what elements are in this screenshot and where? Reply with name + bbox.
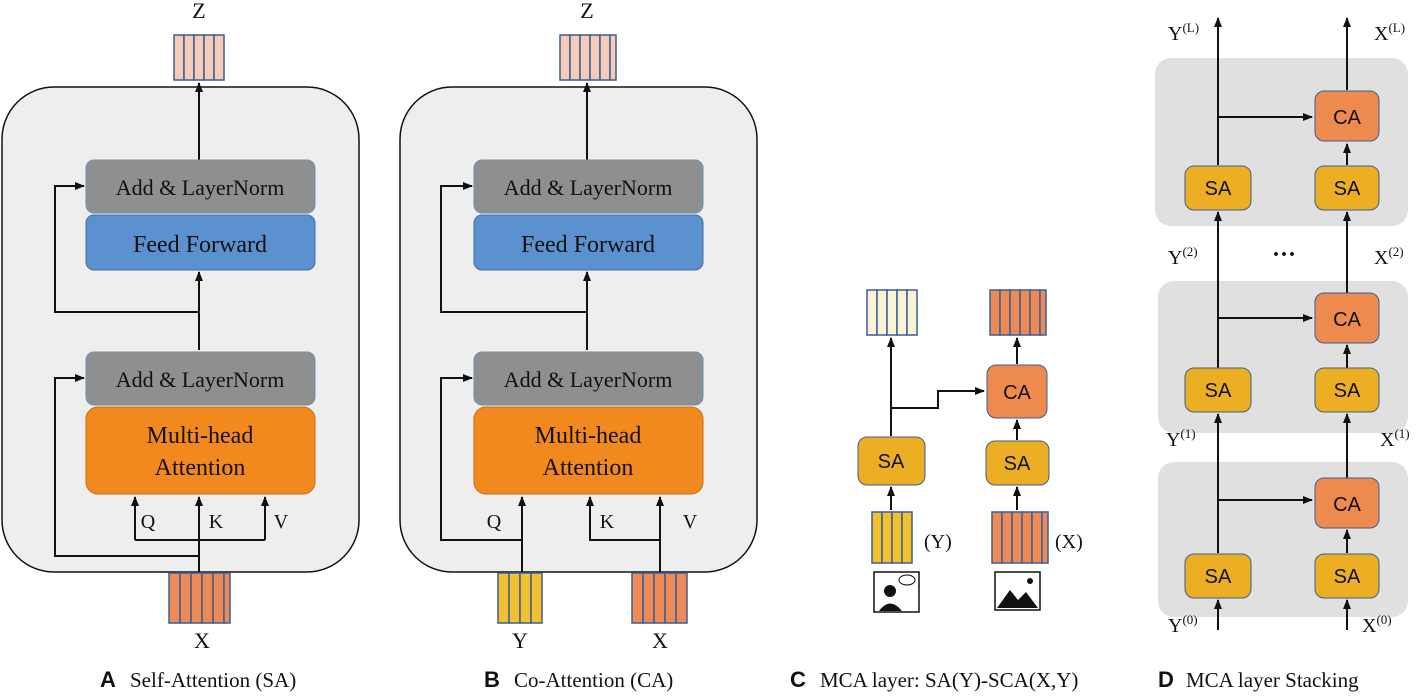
panel-a-attention-line2: Attention <box>155 455 246 481</box>
panel-b-q-label: Q <box>487 511 502 533</box>
panel-a-caption: Self-Attention (SA) <box>130 668 296 692</box>
panel-d-top-sa-right-label: SA <box>1334 178 1361 200</box>
panel-a-attention <box>85 406 316 495</box>
panel-a-feed-forward-label: Feed Forward <box>133 232 267 258</box>
panel-d-bot-sa-left-label: SA <box>1205 566 1232 588</box>
panel-c-sa-left-label: SA <box>878 451 905 473</box>
panel-a-attention-line1: Multi-head <box>147 423 254 449</box>
panel-b-letter: B <box>484 667 500 692</box>
panel-d-x-label-1: X(1) <box>1380 426 1410 451</box>
panel-b-caption: Co-Attention (CA) <box>514 668 673 692</box>
panel-a-input-label: X <box>194 628 210 653</box>
panel-d-mid-sa-left-label: SA <box>1205 380 1232 402</box>
panel-c-output-y-token <box>866 289 918 336</box>
panel-c-letter: C <box>790 667 806 692</box>
panel-c-ca-label: CA <box>1003 382 1031 404</box>
panel-c-ca-block <box>986 364 1048 419</box>
panel-d-mid-sa-right-label: SA <box>1334 380 1361 402</box>
panel-c-arrow-sa-to-ca <box>891 387 985 409</box>
landscape-image-icon <box>994 571 1041 611</box>
panel-b-residual-top <box>440 182 587 313</box>
panel-b-input-y-token <box>497 572 543 624</box>
panel-d-bot-ca-label: CA <box>1333 494 1361 516</box>
panel-b-attention-line1: Multi-head <box>535 423 642 449</box>
panel-c-output-x-token <box>989 289 1047 336</box>
panel-c-x-label: (X) <box>1055 531 1083 553</box>
panel-b-residual-bottom <box>440 374 522 541</box>
panel-b-v-label: V <box>683 511 698 533</box>
panel-a-add-norm-top-label: Add & LayerNorm <box>116 175 285 200</box>
panel-c: CA SA SA (Y) (X) <box>790 289 1083 692</box>
panel-b-k-label: K <box>600 511 615 533</box>
panel-b-output-token <box>559 34 617 81</box>
panel-c-sa-right-block <box>985 440 1050 486</box>
panel-a-output-token <box>173 34 225 81</box>
panel-c-input-x-token <box>991 511 1049 564</box>
panel-a-residual-bottom <box>54 374 199 557</box>
panel-d-x-label-2: X(2) <box>1374 244 1404 269</box>
panel-d-y-label-2: Y(2) <box>1168 244 1198 269</box>
panel-a-feed-forward <box>85 214 316 271</box>
panel-d-mid-ca <box>1314 292 1380 344</box>
panel-d-x-label-l: X(L) <box>1374 20 1405 45</box>
panel-c-caption: MCA layer: SA(Y)-SCA(X,Y) <box>820 668 1078 692</box>
panel-a-add-norm-bottom-label: Add & LayerNorm <box>116 367 285 392</box>
panel-a-v-label: V <box>274 511 289 533</box>
panel-b-feed-forward-label: Feed Forward <box>521 232 655 258</box>
panel-d-ellipsis: ··· <box>1272 242 1296 268</box>
panel-b-add-norm-bottom <box>473 351 704 406</box>
panel-a-add-norm-bottom <box>85 351 316 406</box>
panel-d-letter: D <box>1158 667 1174 692</box>
panel-b-add-norm-bottom-label: Add & LayerNorm <box>504 367 673 392</box>
panel-d-top-ca-label: CA <box>1333 107 1361 129</box>
panel-a: Z Add & LayerNorm Feed Forward Add & Lay… <box>1 0 360 692</box>
panel-a-add-norm-top <box>85 159 316 214</box>
panel-d-y-label-0: Y(0) <box>1168 612 1198 637</box>
panel-b-input-x-token <box>631 572 688 624</box>
panel-b-add-norm-top <box>473 159 704 214</box>
panel-b-add-norm-top-label: Add & LayerNorm <box>504 175 673 200</box>
panel-d-top-ca <box>1314 90 1380 142</box>
panel-b-attention <box>473 406 704 495</box>
panel-c-input-y-token <box>871 511 913 564</box>
panel-a-output-label: Z <box>192 0 205 23</box>
panel-b-k-arrow <box>586 496 660 541</box>
panel-c-y-label: (Y) <box>924 531 952 553</box>
panel-c-sa-right-label: SA <box>1004 453 1031 475</box>
panel-d-bot-ca <box>1314 477 1380 529</box>
panel-d: CA SA SA ··· CA SA SA CA SA SA Y(L <box>1155 17 1410 692</box>
panel-c-sa-left-block <box>857 436 926 486</box>
panel-b-input-x-label: X <box>652 628 668 653</box>
panel-a-k-label: K <box>209 511 224 533</box>
panel-d-mid-sa-right <box>1314 367 1380 413</box>
panel-a-input-token <box>168 572 231 624</box>
panel-a-letter: A <box>100 667 116 692</box>
panel-b-input-y-label: Y <box>512 628 528 653</box>
panel-d-mid-sa-left <box>1184 367 1252 413</box>
panel-d-y-label-1: Y(1) <box>1166 426 1196 451</box>
panel-d-bot-sa-left <box>1184 553 1252 599</box>
panel-d-top-sa-left <box>1184 165 1252 211</box>
panel-b-attention-line2: Attention <box>543 455 634 481</box>
panel-d-mid-ca-label: CA <box>1333 309 1361 331</box>
panel-b-output-label: Z <box>580 0 593 23</box>
panel-b: Z Add & LayerNorm Feed Forward Add & Lay… <box>399 0 758 692</box>
panel-d-bot-sa-right <box>1314 553 1380 599</box>
panel-d-top-sa-right <box>1314 165 1380 211</box>
panel-d-bot-sa-right-label: SA <box>1334 566 1361 588</box>
panel-a-residual-top <box>54 182 199 313</box>
panel-d-caption: MCA layer Stacking <box>1186 668 1359 692</box>
panel-d-y-label-l: Y(L) <box>1168 20 1199 45</box>
panel-b-feed-forward <box>473 214 704 271</box>
panel-d-top-sa-left-label: SA <box>1205 178 1232 200</box>
panel-d-x-label-0: X(0) <box>1362 612 1392 637</box>
panel-a-q-label: Q <box>141 511 156 533</box>
person-speech-icon <box>873 571 920 613</box>
